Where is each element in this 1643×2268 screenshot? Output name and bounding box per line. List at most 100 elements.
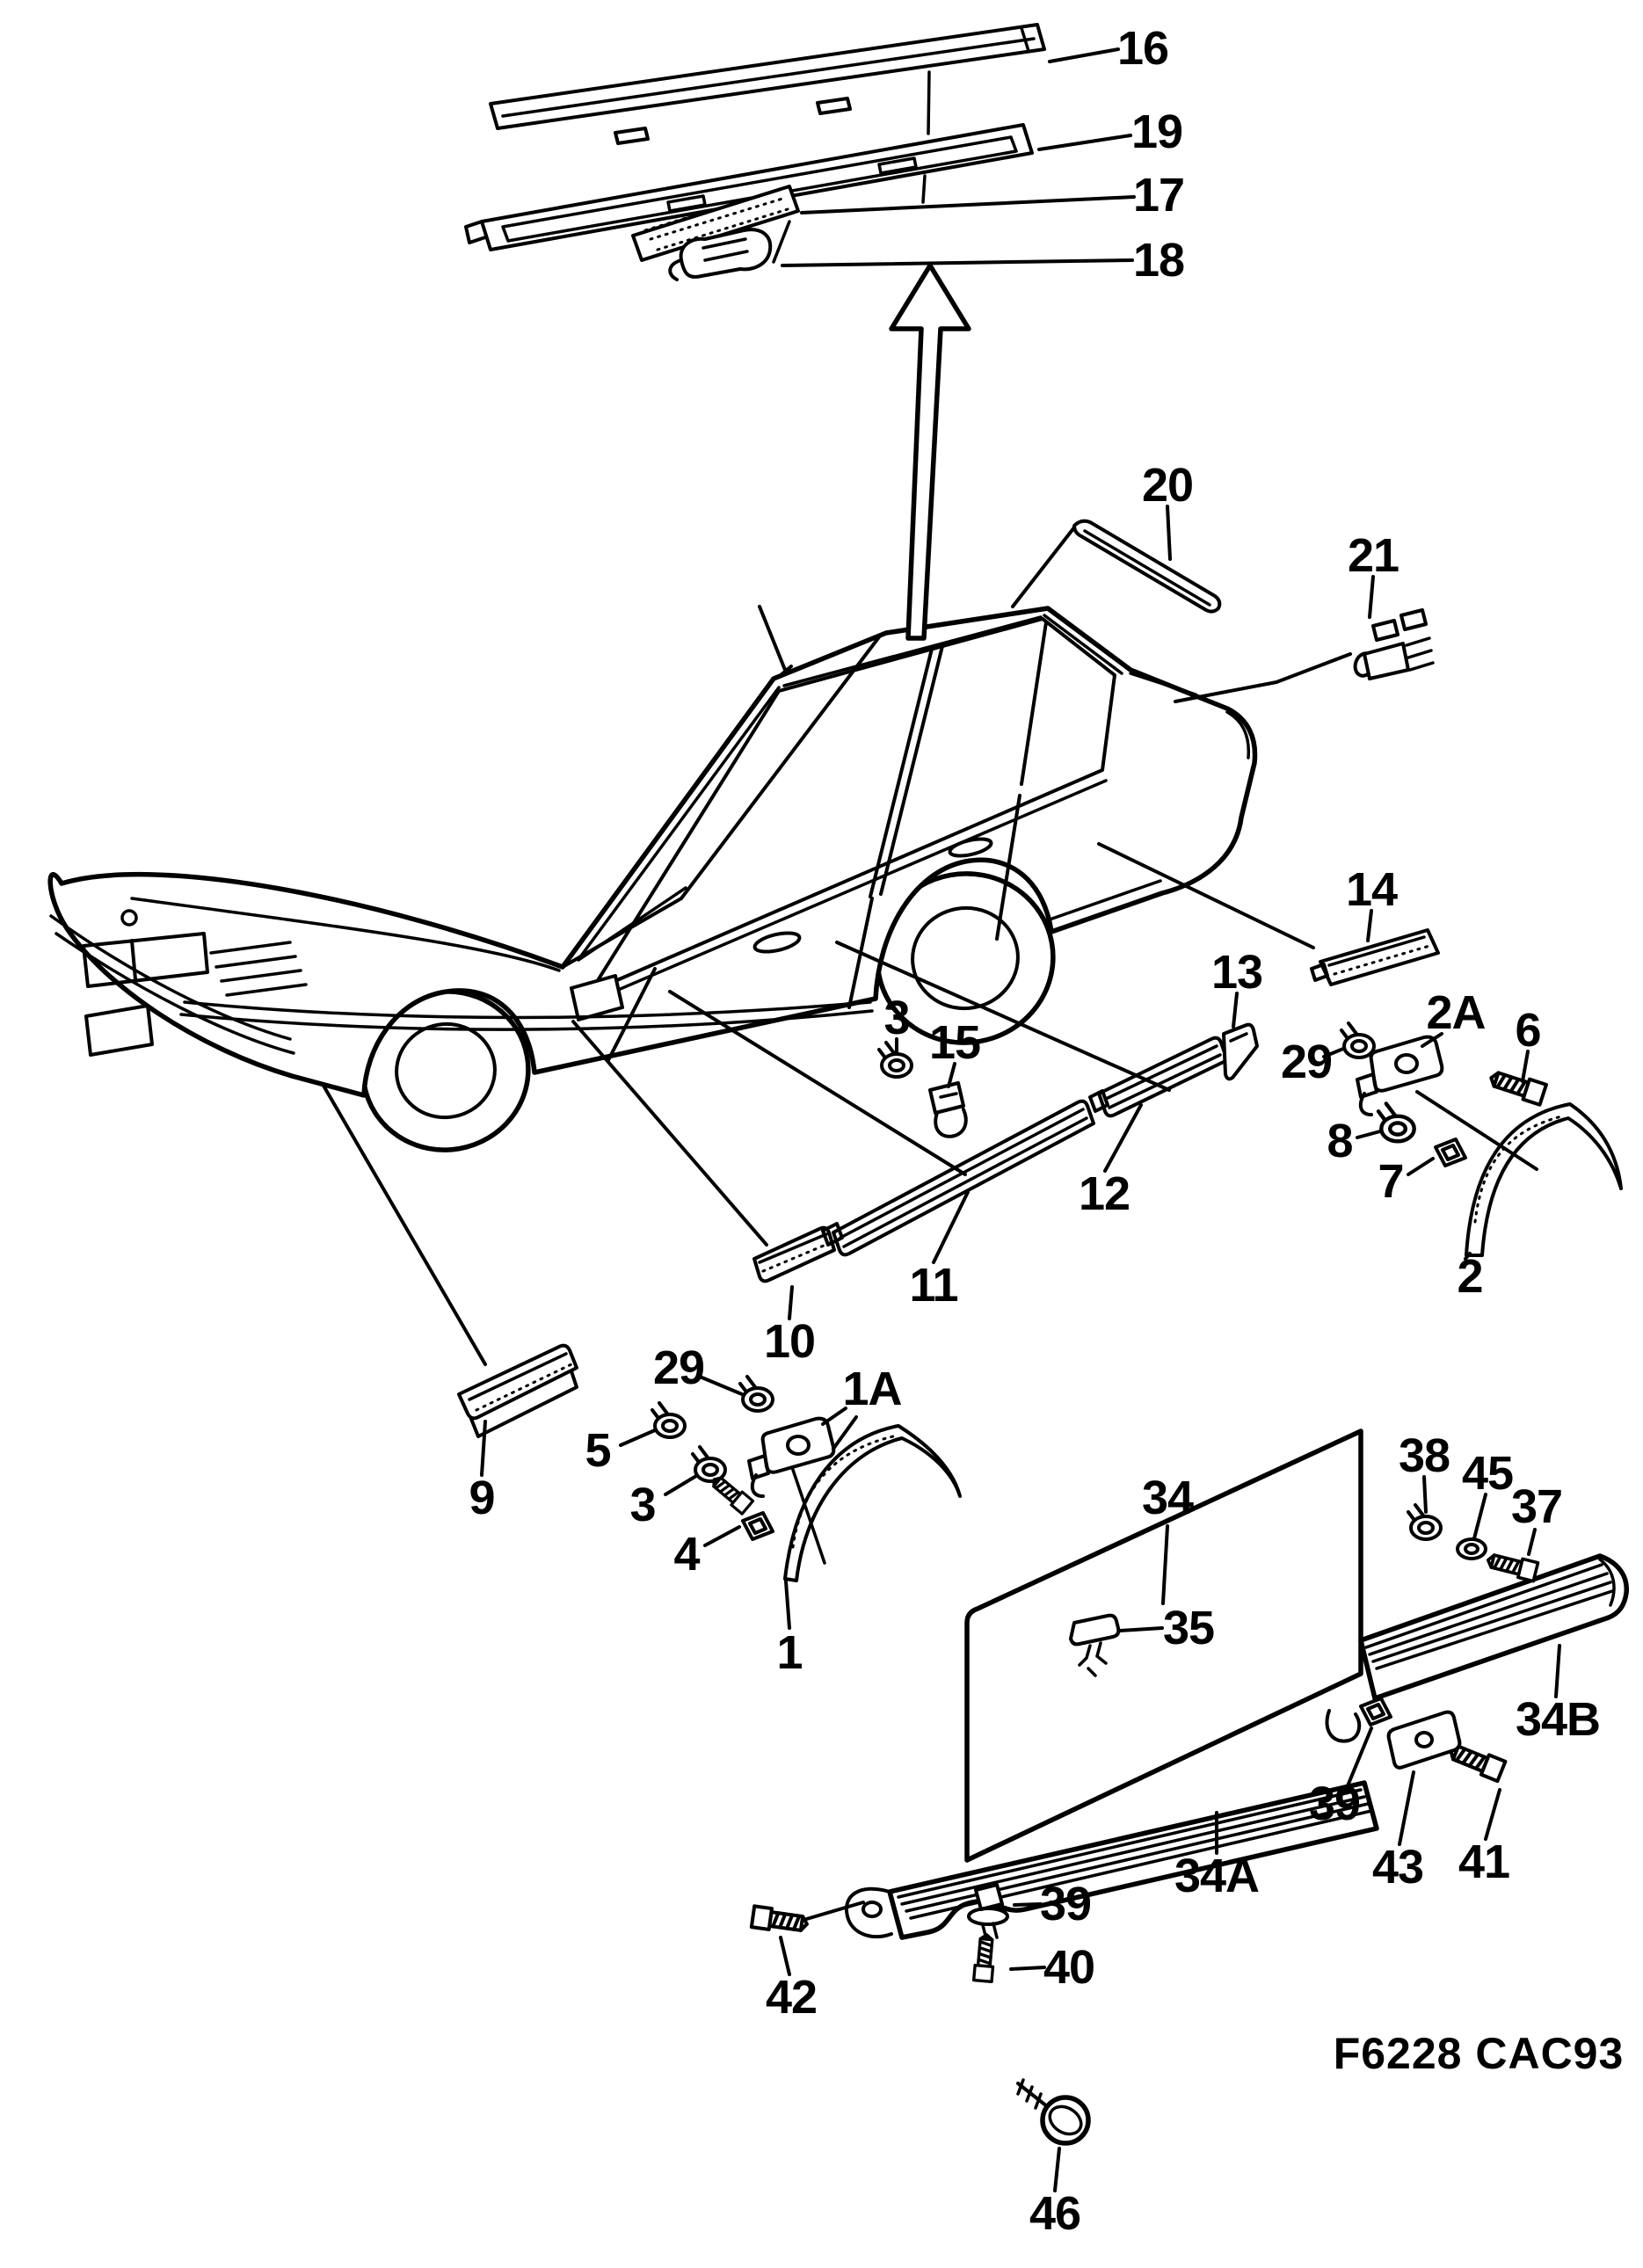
callout-37-30: 37 bbox=[1510, 1480, 1563, 1533]
screw-6 bbox=[1486, 1065, 1548, 1107]
callout-3-22: 3 bbox=[629, 1479, 656, 1531]
callout-29-20: 29 bbox=[652, 1341, 705, 1394]
callout-11-17: 11 bbox=[909, 1259, 958, 1312]
callout-10-18: 10 bbox=[763, 1315, 816, 1368]
part-46-push-screw bbox=[1016, 2078, 1091, 2146]
washer-45 bbox=[1456, 1537, 1487, 1560]
exploded-stack-lines bbox=[772, 70, 931, 264]
callout-14-6: 14 bbox=[1345, 863, 1398, 916]
part-2-wheel-arch-trim bbox=[1465, 1102, 1623, 1257]
part-39-plug-left bbox=[967, 1883, 1009, 1941]
callout-2-12: 2 bbox=[1457, 1250, 1483, 1303]
part-34-sill-panel bbox=[964, 1428, 1363, 1863]
part-2A-bracket bbox=[1356, 1035, 1444, 1116]
car-illustration bbox=[47, 605, 1258, 1152]
front-door-handle bbox=[752, 931, 802, 954]
pointer-lines bbox=[322, 842, 1315, 1366]
callout-7-11: 7 bbox=[1378, 1155, 1404, 1208]
part-1A-bracket bbox=[747, 1416, 836, 1498]
grille-badge bbox=[120, 909, 138, 927]
callout-16-0: 16 bbox=[1116, 22, 1169, 75]
c-pillar-inner bbox=[1043, 614, 1123, 675]
callout-1-25: 1 bbox=[776, 1626, 803, 1679]
callout-20-4: 20 bbox=[1141, 459, 1194, 512]
part-43-plate bbox=[1386, 1710, 1462, 1770]
callout-45-29: 45 bbox=[1461, 1447, 1514, 1500]
callout-46-39: 46 bbox=[1029, 2187, 1081, 2240]
screw-37 bbox=[1484, 1549, 1540, 1583]
part-1-wheel-arch-trim bbox=[783, 1424, 962, 1582]
part-13-end-cap bbox=[1222, 1022, 1259, 1081]
part-16-roof-moulding bbox=[489, 23, 1046, 145]
callout-15-15: 15 bbox=[928, 1016, 981, 1069]
part-19-moulding-frame bbox=[464, 123, 1034, 251]
part-12-door-moulding bbox=[1088, 1036, 1229, 1118]
callout-19-1: 19 bbox=[1130, 105, 1183, 158]
callout-29-9: 29 bbox=[1280, 1036, 1333, 1088]
callout-39-36: 39 bbox=[1039, 1878, 1092, 1930]
car-body-outline bbox=[47, 606, 1258, 1098]
callout-40-37: 40 bbox=[1043, 1941, 1095, 1994]
license-plate bbox=[84, 1004, 154, 1057]
callout-43-33: 43 bbox=[1371, 1841, 1424, 1894]
callout-6-8: 6 bbox=[1515, 1004, 1541, 1057]
trunk-lines bbox=[1129, 672, 1251, 760]
callout-42-38: 42 bbox=[765, 1971, 818, 2024]
callout-39-32: 39 bbox=[1308, 1777, 1361, 1830]
callout-34-26: 34 bbox=[1141, 1472, 1194, 1524]
nut-39-right bbox=[1359, 1697, 1392, 1726]
screw-40 bbox=[971, 1932, 998, 1984]
callout-5-21: 5 bbox=[585, 1424, 611, 1477]
screw-42 bbox=[749, 1904, 811, 1937]
body-side-moulding-lines bbox=[179, 879, 1162, 1031]
callout-2A-7: 2A bbox=[1426, 986, 1486, 1039]
part-18-clip bbox=[668, 228, 773, 281]
callout-17-2: 17 bbox=[1132, 169, 1185, 222]
part-17-adhesive-pad bbox=[631, 185, 800, 262]
front-bumper-strips bbox=[49, 914, 295, 1055]
callout-4-23: 4 bbox=[673, 1528, 700, 1581]
callout-34A-35: 34A bbox=[1174, 1850, 1260, 1902]
direction-arrow-up bbox=[889, 263, 971, 641]
part-34A-sill-moulding bbox=[844, 1709, 1379, 1940]
part-11-door-moulding bbox=[821, 1099, 1095, 1257]
roof-drip-rail bbox=[782, 615, 1043, 687]
callout-1A-24: 1A bbox=[842, 1363, 902, 1415]
grommet-29-left bbox=[738, 1375, 774, 1413]
b-pillar bbox=[869, 644, 944, 898]
part-9-front-bumper-strip bbox=[457, 1343, 578, 1438]
callout-13-13: 13 bbox=[1210, 946, 1263, 999]
side-mirror bbox=[570, 974, 624, 1021]
callout-9-19: 9 bbox=[469, 1472, 495, 1524]
diagram-code: F6228 CAC93 bbox=[1333, 2029, 1625, 2078]
leader-lines bbox=[480, 47, 1561, 2192]
part-21-clip bbox=[1353, 608, 1435, 680]
callout-3-14: 3 bbox=[883, 992, 910, 1044]
screw-front-arch bbox=[707, 1471, 755, 1516]
headlight bbox=[82, 932, 209, 988]
rear-door-handle bbox=[948, 837, 993, 858]
clip-7 bbox=[1434, 1138, 1467, 1167]
callout-8-10: 8 bbox=[1327, 1115, 1353, 1167]
callout-41-34: 41 bbox=[1458, 1835, 1510, 1888]
grommet-29-right bbox=[1340, 1021, 1376, 1059]
nut-4 bbox=[741, 1511, 774, 1541]
grille-slats bbox=[209, 941, 308, 997]
callout-34B-31: 34B bbox=[1515, 1693, 1601, 1746]
grommet-5 bbox=[651, 1401, 687, 1439]
grommet-8 bbox=[1378, 1103, 1414, 1141]
callout-12-16: 12 bbox=[1078, 1167, 1130, 1220]
antenna bbox=[758, 605, 793, 677]
quarter-window-divider bbox=[1020, 621, 1048, 786]
callout-35-27: 35 bbox=[1162, 1602, 1215, 1654]
part-10-strip bbox=[752, 1225, 836, 1283]
part-14-quarter-strip bbox=[1310, 928, 1440, 986]
beltline bbox=[596, 779, 1108, 1000]
callout-21-5: 21 bbox=[1347, 529, 1399, 582]
part-20-rear-screen-strip bbox=[1072, 519, 1222, 614]
part-35-clip bbox=[1069, 1613, 1121, 1677]
part-15-clip bbox=[928, 1081, 968, 1138]
hood-crease bbox=[130, 897, 561, 972]
